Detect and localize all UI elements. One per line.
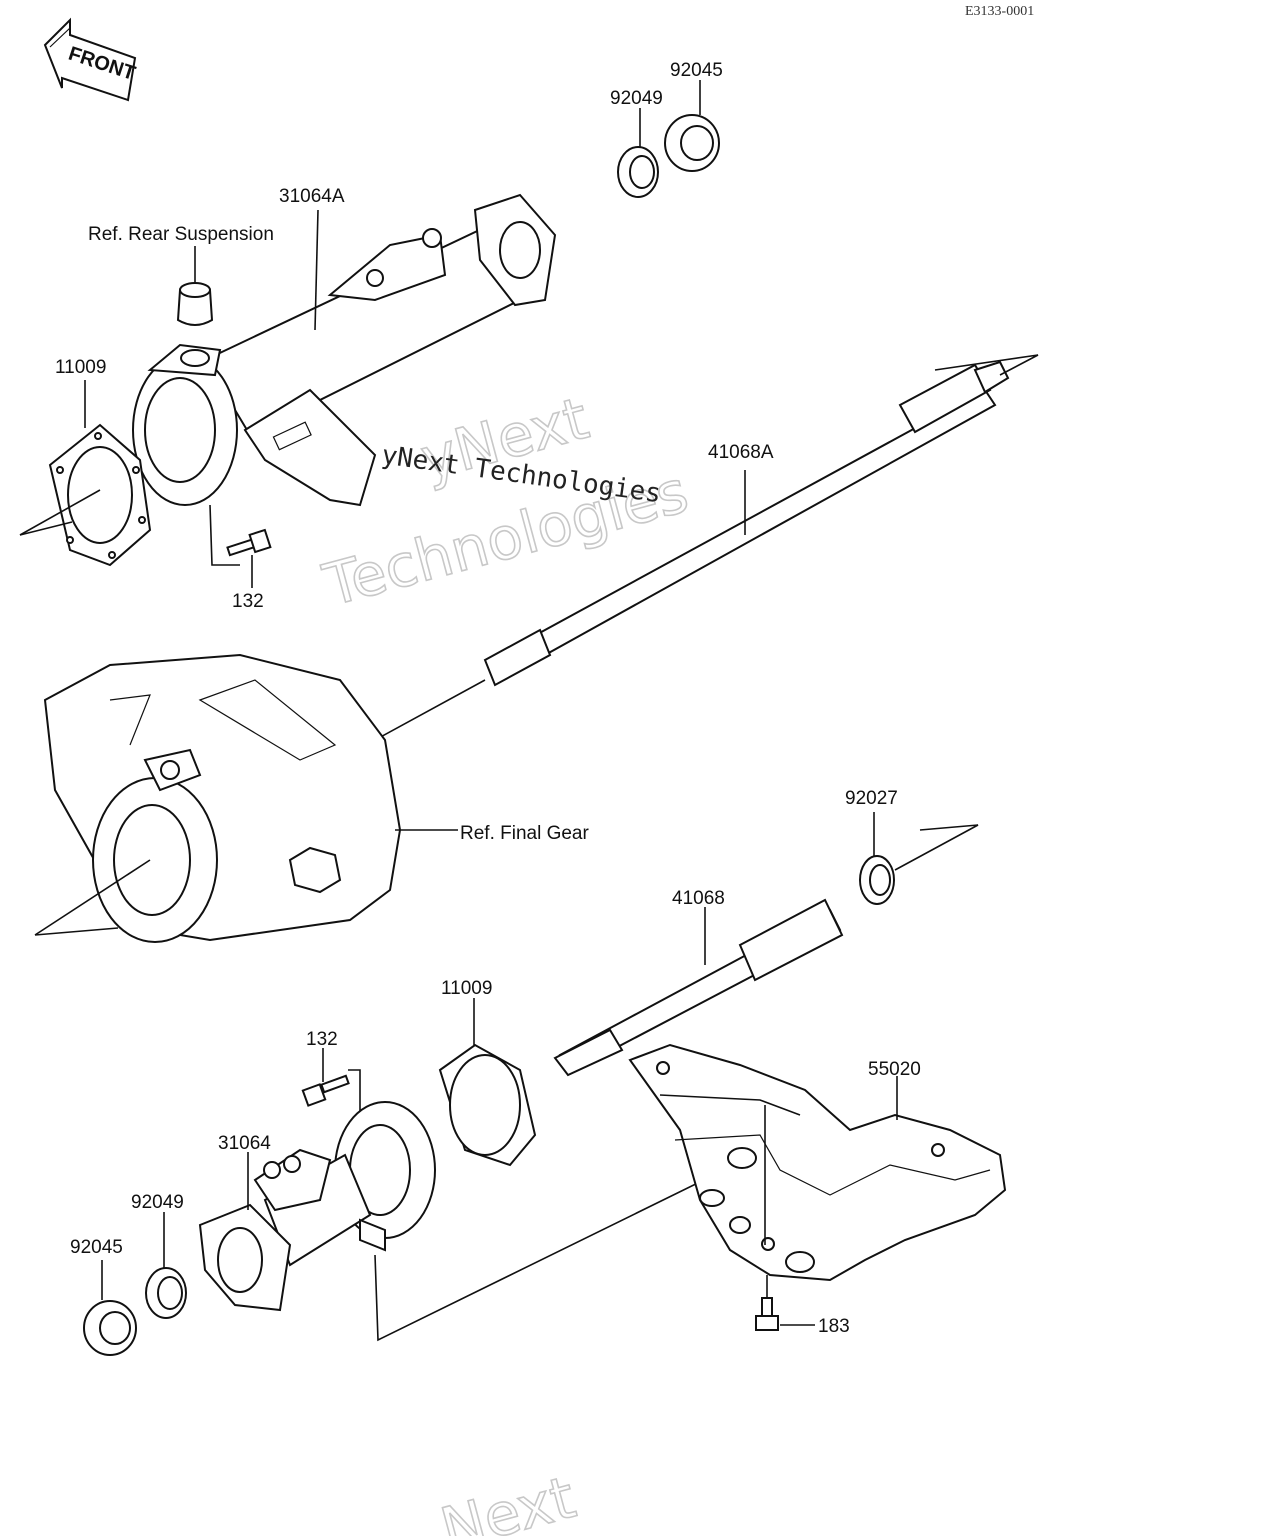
seal-92049-top [617,108,659,198]
diagram-code: E3133-0001 [965,4,1034,19]
shaft-41068 [553,898,844,1077]
seal-92027 [859,812,979,905]
label-92049-bottom: 92049 [131,1192,184,1213]
axle-housing-31064A [132,193,557,507]
gasket-11009-top [19,380,152,567]
label-ref-final-gear: Ref. Final Gear [460,823,589,844]
label-92027: 92027 [845,788,898,809]
label-ref-rear-suspension: Ref. Rear Suspension [88,224,274,245]
label-11009-bottom: 11009 [441,978,492,999]
label-132-bottom: 132 [306,1029,338,1050]
guard-55020 [628,1043,1007,1282]
bearing-92045-bottom [83,1260,137,1356]
shaft-41068A [374,354,1039,741]
rubber-bushing [176,246,214,326]
label-31064: 31064 [218,1133,271,1154]
label-92045-bottom: 92045 [70,1237,123,1258]
label-183: 183 [818,1316,850,1337]
label-92049-top: 92049 [610,88,663,109]
gasket-11009-bottom [438,998,537,1167]
label-11009-top: 11009 [55,357,106,378]
final-gear-case [34,653,458,943]
bolt-183 [755,1275,815,1331]
svg-text:Next: Next [434,1463,582,1536]
label-41068A: 41068A [708,442,774,463]
axle-housing-31064 [198,1101,766,1342]
bolt-132-top [209,504,272,588]
watermark: yNext Technologies yNext Technologies Ne… [316,383,696,1536]
label-41068: 41068 [672,888,725,909]
label-92045-top: 92045 [670,60,723,81]
label-55020: 55020 [868,1059,921,1080]
label-31064A: 31064A [279,186,345,207]
front-arrow-icon: FRONT [43,17,138,102]
seal-92049-bottom [145,1212,187,1319]
bearing-92045-top [664,80,720,172]
bolt-132-bottom [301,1048,361,1136]
label-132-top: 132 [232,591,264,612]
